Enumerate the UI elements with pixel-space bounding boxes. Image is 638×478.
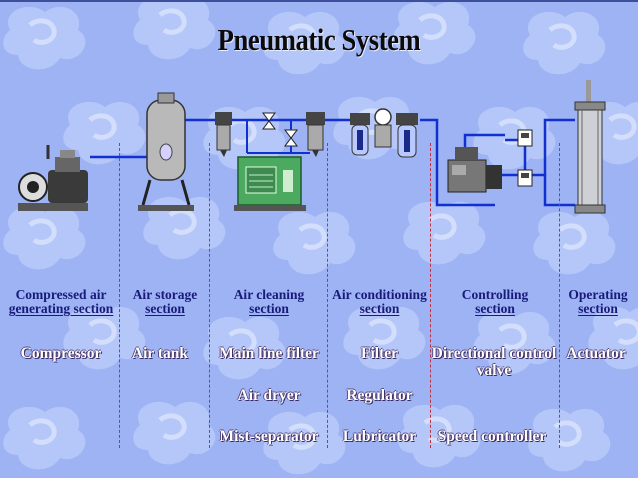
section-divider-2: [209, 143, 210, 448]
air-tank-icon: [138, 92, 194, 211]
section-header-line1: Operating: [568, 287, 628, 302]
section-header-line1: Air storage: [132, 287, 198, 302]
mist-separator-icon: [306, 112, 325, 157]
section-header-line1: Controlling: [461, 287, 529, 302]
section-header-line1: Air conditioning: [332, 287, 427, 302]
section-header-line1: Air cleaning: [233, 287, 305, 302]
diagram-title: Pneumatic System: [217, 22, 421, 57]
equipment-illustration: [18, 80, 606, 214]
component-label-mist-separator: Mist-separator: [219, 428, 319, 445]
section-header-line2: section: [578, 301, 618, 316]
top-border: [0, 0, 638, 2]
section-header-line1: Compressed air: [15, 287, 107, 302]
component-label-actuator: Actuator: [566, 345, 626, 362]
section-header-line2: section: [145, 301, 185, 316]
section-header-conditioning: Air conditioning section: [329, 288, 430, 316]
section-header-line2: section: [475, 301, 515, 316]
component-label-lubricator: Lubricator: [342, 428, 417, 445]
component-label-filter: Filter: [360, 345, 398, 362]
section-header-line2: section: [359, 301, 400, 316]
section-divider-4: [430, 143, 431, 448]
section-header-line2: section: [249, 301, 289, 316]
section-header-storage: Air storage section: [121, 288, 209, 316]
section-header-cleaning: Air cleaning section: [211, 288, 327, 316]
component-label-directional-control-valve: Directional control valve: [431, 345, 557, 379]
section-header-generating: Compressed air generating section: [4, 288, 118, 316]
component-label-main-line-filter: Main line filter: [219, 345, 319, 362]
component-label-regulator: Regulator: [346, 387, 413, 404]
section-divider-5: [559, 143, 560, 448]
component-label-speed-controller: Speed controller: [437, 428, 547, 445]
component-label-air-dryer: Air dryer: [237, 387, 301, 404]
section-header-controlling: Controlling section: [432, 288, 558, 316]
section-divider-1: [119, 143, 120, 448]
bypass-valves-icon: [246, 112, 310, 154]
cylinder-actuator-icon: [574, 80, 606, 214]
main-line-filter-icon: [215, 112, 232, 157]
component-label-compressor: Compressor: [20, 345, 102, 362]
frl-unit-icon: [350, 108, 418, 158]
directional-valve-icon: [447, 147, 502, 193]
section-header-operating: Operating section: [561, 288, 635, 316]
speed-controller-icon: [517, 129, 533, 187]
section-header-line2: generating section: [8, 301, 114, 316]
compressor-icon: [18, 145, 88, 211]
air-dryer-icon: [234, 156, 306, 211]
component-label-air-tank: Air tank: [131, 345, 189, 362]
section-divider-3: [327, 143, 328, 448]
